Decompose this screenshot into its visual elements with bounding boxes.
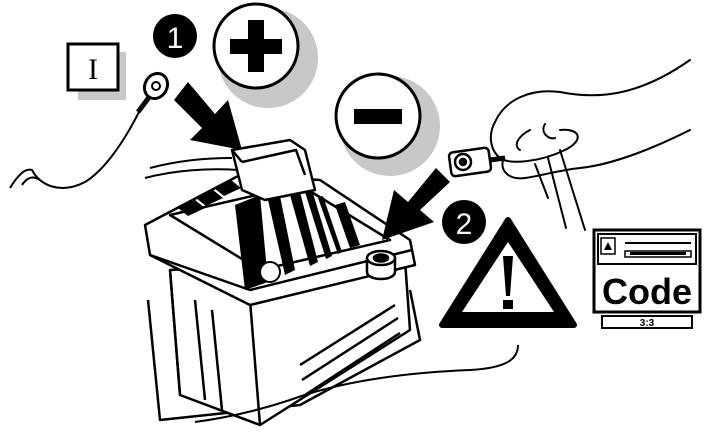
positive-terminal-symbol — [214, 4, 318, 108]
step-2-number: 2 — [456, 208, 473, 241]
step-1-marker: 1 — [153, 14, 197, 58]
negative-cable-clamp — [449, 147, 505, 176]
step-1-number: 1 — [167, 22, 184, 55]
ignition-position-label: I — [88, 53, 98, 86]
radio-display-panel: Code 3:3 — [594, 230, 700, 329]
step-2-marker: 2 — [442, 200, 486, 244]
arrow-to-negative-terminal — [382, 168, 450, 240]
hand-with-negative-cable — [491, 60, 690, 230]
positive-terminal-cover — [232, 140, 315, 200]
negative-terminal-symbol — [336, 74, 440, 176]
radio-code-counter: 3:3 — [640, 318, 655, 329]
radio-code-label: Code — [602, 271, 692, 312]
negative-terminal-post — [367, 251, 395, 279]
ignition-label-box: I — [68, 44, 126, 100]
positive-cable-wires — [145, 158, 238, 178]
